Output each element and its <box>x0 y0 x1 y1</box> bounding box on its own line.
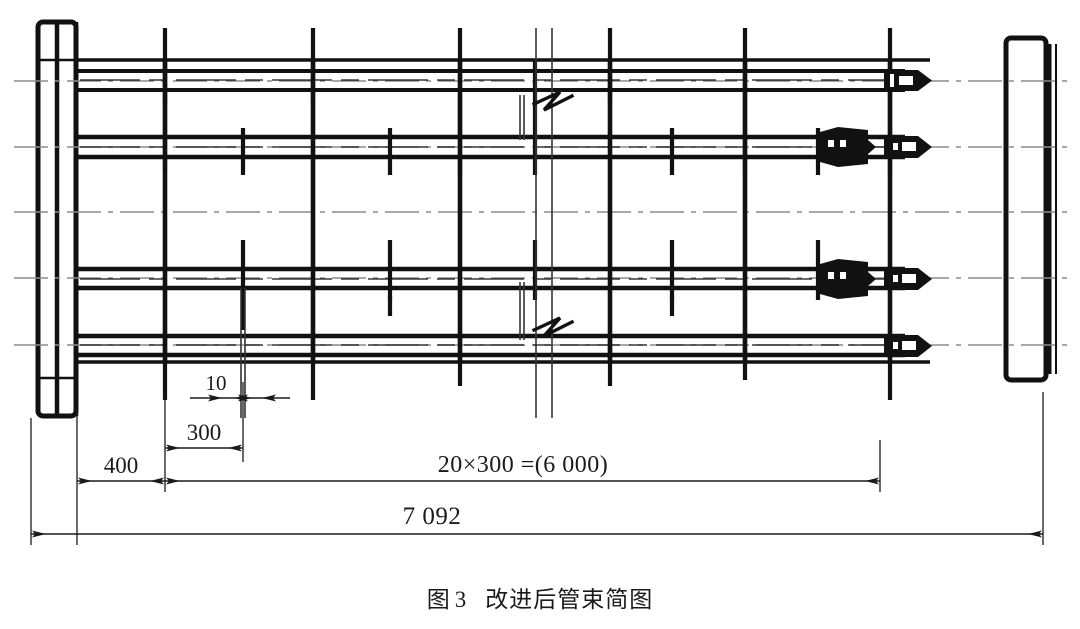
baffle-group-lower-stubs <box>240 296 675 330</box>
break-symbol-lower <box>531 316 575 338</box>
dimension-overall <box>31 530 1043 538</box>
tube-row-4 <box>76 333 905 358</box>
tube-row-3 <box>76 266 905 291</box>
dimension-lines <box>31 394 1043 538</box>
baffle-group-lower <box>240 240 821 300</box>
dimension-300 <box>165 444 243 452</box>
baffle-group-bottom-stubs <box>162 336 893 400</box>
figure-caption-label: 图 <box>426 587 451 612</box>
tube-row-2 <box>76 134 905 160</box>
figure-caption-title: 改进后管束简图 <box>485 587 654 612</box>
tube-plug-row1 <box>884 70 932 91</box>
tube-plug-row2 <box>820 127 932 167</box>
dimension-10 <box>190 394 290 402</box>
tie-rods <box>240 28 553 418</box>
tube-rows <box>76 69 905 358</box>
baffle-group-upper <box>162 28 893 104</box>
baffle-group-tall <box>162 60 893 362</box>
figure-caption-number: 3 <box>454 587 468 612</box>
dimension-400 <box>77 477 165 485</box>
dimension-label-overall: 7 092 <box>403 503 462 530</box>
right-tubesheet-flange <box>1003 35 1057 383</box>
centerlines-horizontal <box>14 80 1072 346</box>
tube-plug-row4 <box>884 335 932 357</box>
tube-row-1 <box>76 69 905 92</box>
dimension-pitch-total <box>165 477 880 485</box>
dimension-texts: 10 300 400 20×300 =(6 000) 7 092 <box>104 371 609 530</box>
dimension-label-pitch-total: 20×300 =(6 000) <box>438 452 609 478</box>
dimension-label-10: 10 <box>206 371 227 395</box>
tube-end-plugs <box>820 70 932 357</box>
dimension-label-400: 400 <box>104 453 139 478</box>
tube-plug-row3 <box>820 259 932 299</box>
dimension-label-300: 300 <box>187 420 222 445</box>
break-symbol-upper <box>531 90 575 112</box>
bundle-outline <box>73 22 930 416</box>
baffle-plates <box>162 28 893 418</box>
